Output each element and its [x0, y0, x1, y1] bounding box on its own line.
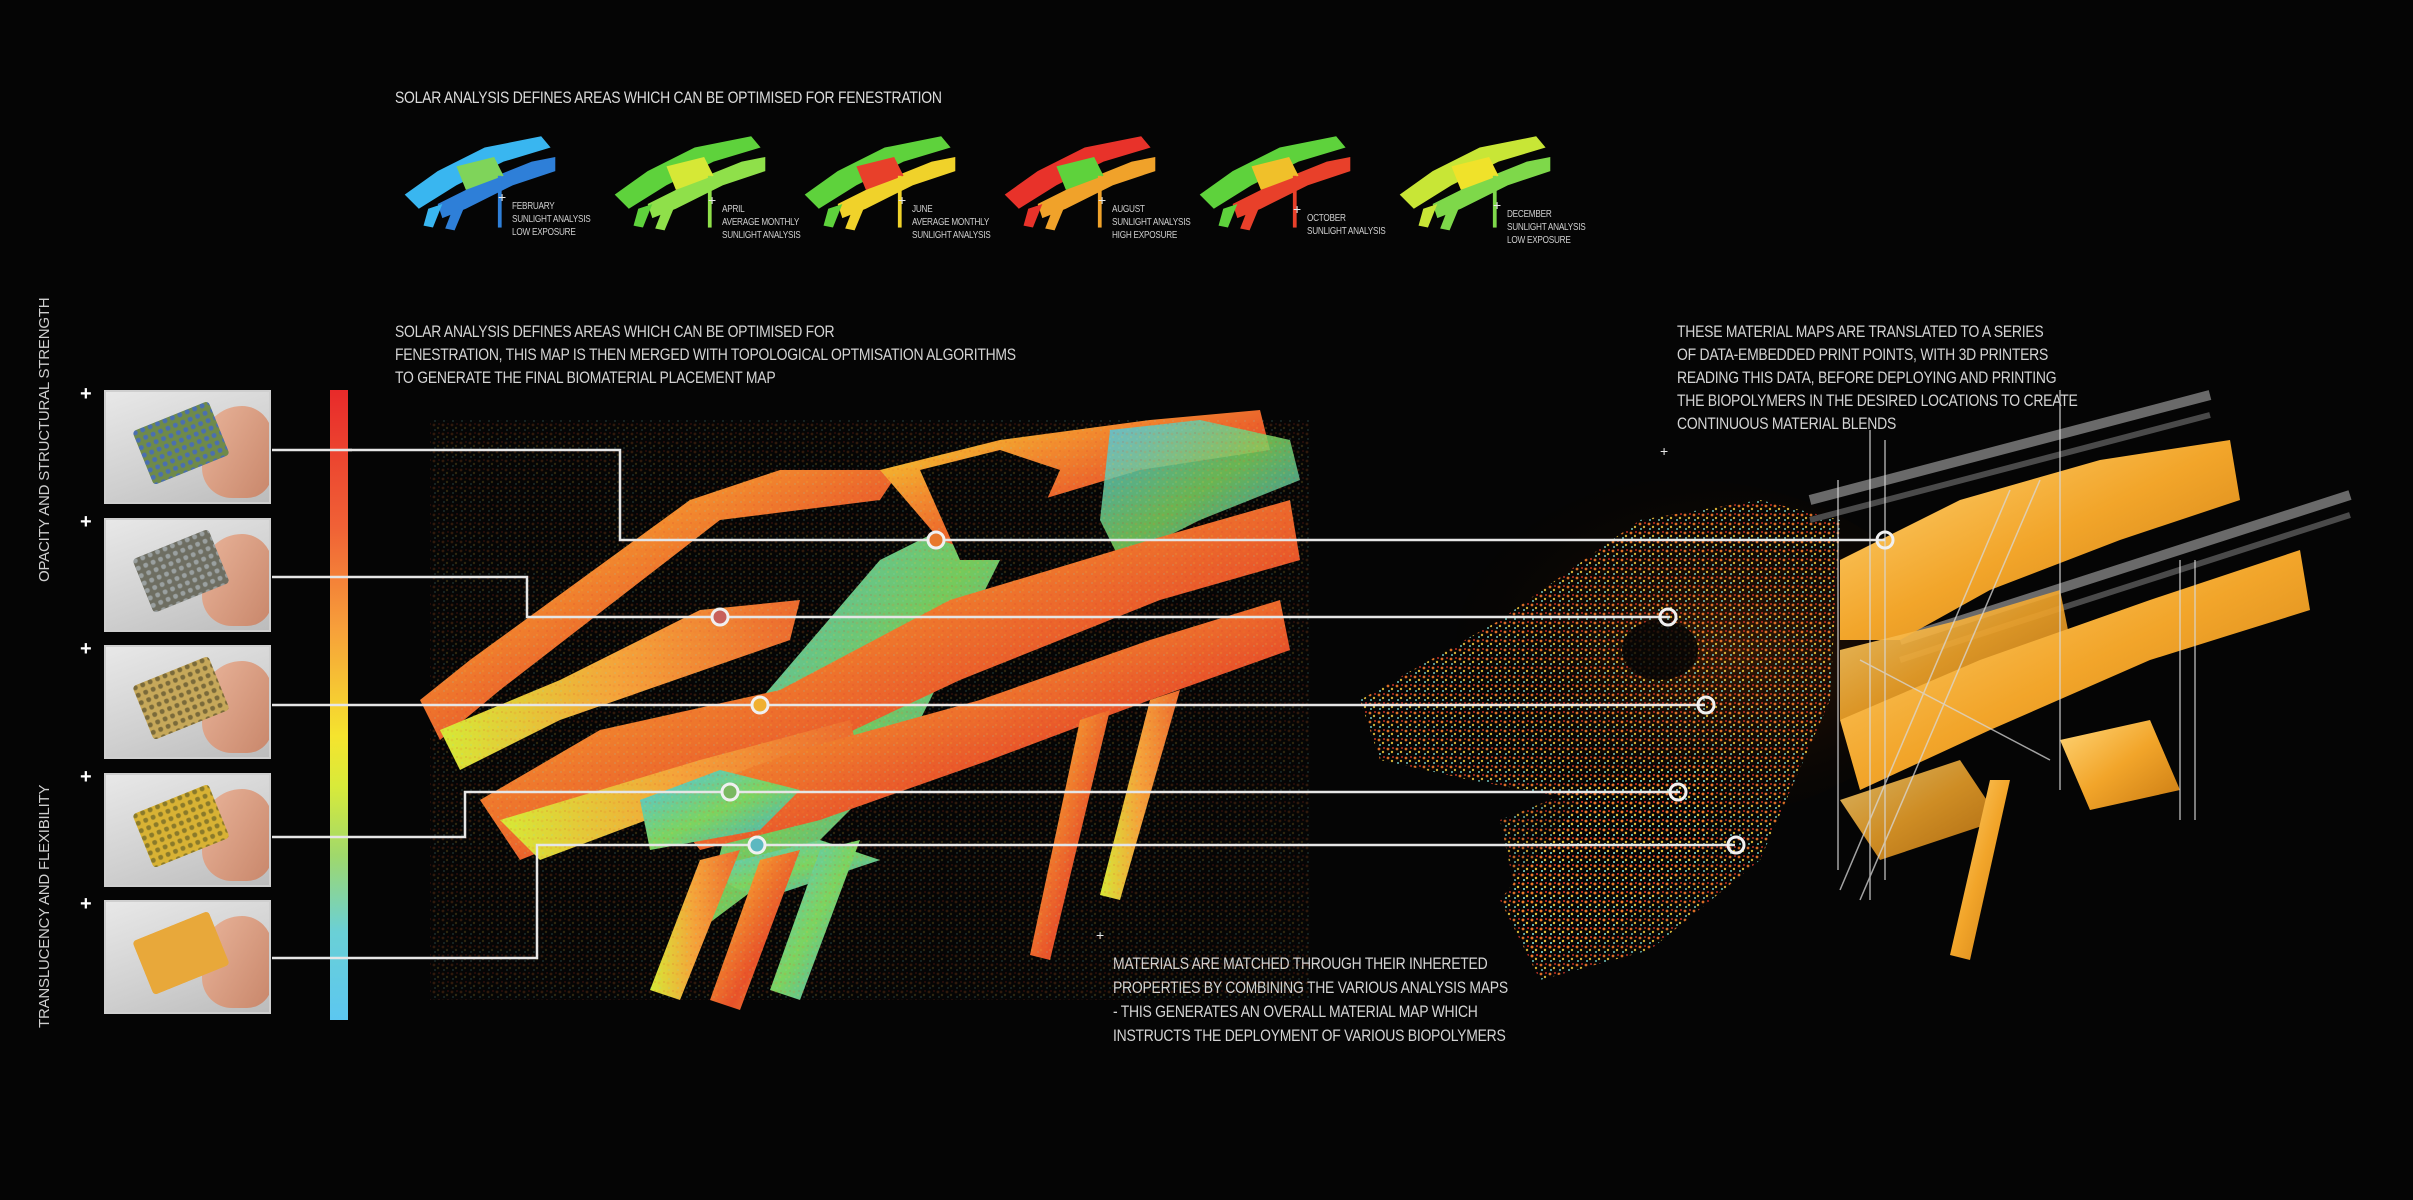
thumbnail-caption-line: OCTOBER [1307, 213, 1346, 224]
annotation-left-line: FENESTRATION, THIS MAP IS THEN MERGED WI… [395, 345, 1016, 364]
thumbnail-caption: DECEMBER SUNLIGHT ANALYSIS LOW EXPOSURE [1507, 208, 1586, 247]
thumbnail-caption-line: SUNLIGHT ANALYSIS [1307, 226, 1386, 237]
annotation-right-line: READING THIS DATA, BEFORE DEPLOYING AND … [1677, 368, 2057, 387]
plus-marker: + [1660, 443, 1669, 459]
connector-lines [272, 448, 1885, 960]
material-photo-sample-5-translucent [104, 900, 271, 1014]
thumbnail-caption-line: APRIL [722, 204, 745, 215]
annotation-right-line: OF DATA-EMBEDDED PRINT POINTS, WITH 3D P… [1677, 345, 2049, 364]
plus-marker: + [80, 766, 92, 788]
thermal-material-map [420, 410, 1310, 1010]
thumbnail-caption-line: JUNE [912, 204, 933, 215]
connector-markers [710, 530, 1895, 855]
printed-biopolymer-structure [1808, 390, 2352, 960]
structure-thumbnail-icon [1399, 136, 1551, 231]
plus-marker: + [1098, 192, 1107, 208]
structure-thumbnail-icon [614, 136, 766, 231]
structure-thumbnail-icon [404, 136, 556, 231]
solar-analysis-title: SOLAR ANALYSIS DEFINES AREAS WHICH CAN B… [395, 88, 942, 107]
material-photo-sample-1-opaque [104, 390, 271, 504]
annotation-right: THESE MATERIAL MAPS ARE TRANSLATED TO A … [1677, 320, 2078, 435]
print-point-cloud [1360, 480, 1940, 980]
plus-marker: + [498, 189, 507, 205]
thumbnail-caption-line: SUNLIGHT ANALYSIS [512, 214, 591, 225]
thumbnail-caption-line: SUNLIGHT ANALYSIS [912, 230, 991, 241]
plus-marker: + [80, 383, 92, 405]
plus-marker: + [898, 192, 907, 208]
thumbnail-caption-line: DECEMBER [1507, 209, 1552, 220]
structure-thumbnail-icon [1004, 136, 1156, 231]
plus-marker: + [1293, 201, 1302, 217]
thumbnail-caption-line: SUNLIGHT ANALYSIS [1507, 222, 1586, 233]
thumbnail-caption-line: SUNLIGHT ANALYSIS [1112, 217, 1191, 228]
annotation-left: SOLAR ANALYSIS DEFINES AREAS WHICH CAN B… [395, 320, 1016, 389]
structure-thumbnail-icon [1199, 136, 1351, 231]
thumbnail-caption-line: AUGUST [1112, 204, 1145, 215]
thumbnail-caption-line: FEBRUARY [512, 201, 555, 212]
thumbnail-caption-line: LOW EXPOSURE [512, 227, 576, 238]
annotation-bottom-line: INSTRUCTS THE DEPLOYMENT OF VARIOUS BIOP… [1113, 1026, 1506, 1045]
plus-marker: + [80, 638, 92, 660]
material-photo-sample-2 [104, 518, 271, 632]
thumbnail-caption-line: SUNLIGHT ANALYSIS [722, 230, 801, 241]
thumbnail-caption-line: HIGH EXPOSURE [1112, 230, 1178, 241]
solar-thumbnail-february [400, 128, 560, 238]
thumbnail-caption: JUNE AVERAGE MONTHLY SUNLIGHT ANALYSIS [912, 203, 991, 242]
annotation-right-line: CONTINUOUS MATERIAL BLENDS [1677, 414, 1897, 433]
plus-marker: + [80, 511, 92, 533]
thumbnail-caption: AUGUST SUNLIGHT ANALYSIS HIGH EXPOSURE [1112, 203, 1191, 242]
solar-thumbnail-december [1395, 128, 1555, 238]
annotation-right-line: THESE MATERIAL MAPS ARE TRANSLATED TO A … [1677, 322, 2044, 341]
thumbnail-caption: FEBRUARY SUNLIGHT ANALYSIS LOW EXPOSURE [512, 200, 591, 239]
thumbnail-caption: APRIL AVERAGE MONTHLY SUNLIGHT ANALYSIS [722, 203, 801, 242]
solar-thumbnail-october [1195, 128, 1355, 238]
material-photo-sample-3 [104, 645, 271, 759]
material-photo-sample-4 [104, 773, 271, 887]
thumbnail-caption-line: AVERAGE MONTHLY [912, 217, 990, 228]
solar-thumbnail-august [1000, 128, 1160, 238]
plus-marker: + [1493, 197, 1502, 213]
annotation-left-line: SOLAR ANALYSIS DEFINES AREAS WHICH CAN B… [395, 322, 835, 341]
annotation-left-line: TO GENERATE THE FINAL BIOMATERIAL PLACEM… [395, 368, 776, 387]
solar-thumbnail-june [800, 128, 960, 238]
solar-thumbnail-april [610, 128, 770, 238]
plus-marker: + [80, 893, 92, 915]
thumbnail-caption: OCTOBER SUNLIGHT ANALYSIS [1307, 212, 1386, 238]
thumbnail-caption-line: AVERAGE MONTHLY [722, 217, 800, 228]
thumbnail-caption-line: LOW EXPOSURE [1507, 235, 1571, 246]
plus-marker: + [708, 192, 717, 208]
annotation-bottom-line: - THIS GENERATES AN OVERALL MATERIAL MAP… [1113, 1002, 1478, 1021]
structure-thumbnail-icon [804, 136, 956, 231]
annotation-right-line: THE BIOPOLYMERS IN THE DESIRED LOCATIONS… [1677, 391, 2078, 410]
